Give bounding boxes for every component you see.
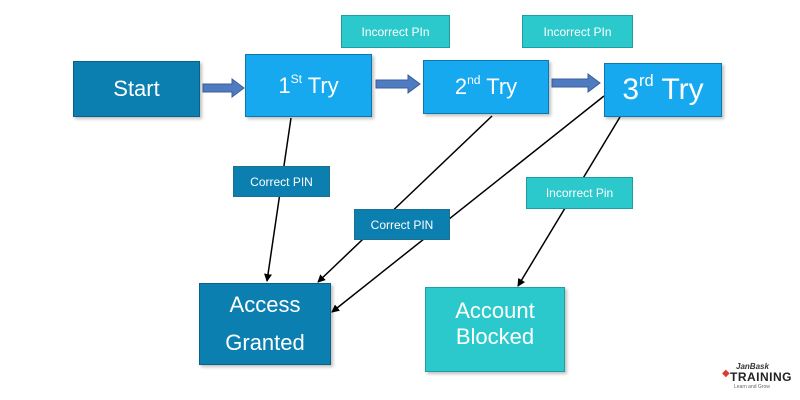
account-blocked-node: Account Blocked xyxy=(425,287,565,372)
janbask-training-logo: ◆ JanBask TRAINING Learn and Grow xyxy=(722,362,792,390)
arrow-try2-to-try3 xyxy=(551,73,601,93)
arrow-start-to-try1 xyxy=(202,78,245,98)
start-node: Start xyxy=(73,61,200,117)
edge-try2-to-access xyxy=(317,115,493,283)
access-granted-line1: Access xyxy=(229,292,301,317)
incorrect-pin-label-3: Incorrect Pin xyxy=(526,177,633,209)
access-granted-line2: Granted xyxy=(225,330,305,355)
first-try-label: 1St Try xyxy=(278,71,339,98)
account-blocked-line1: Account xyxy=(455,298,535,323)
second-try-label: 2nd Try xyxy=(454,73,518,99)
start-label: Start xyxy=(113,76,160,101)
third-try-label: 3rd Try xyxy=(622,72,704,106)
incorrect-pin-label-1: Incorrect PIn xyxy=(341,15,450,48)
second-try-node: 2nd Try xyxy=(423,60,549,114)
account-blocked-line2: Blocked xyxy=(455,324,535,349)
correct-pin-label-2: Correct PIN xyxy=(354,209,450,240)
third-try-node: 3rd Try xyxy=(604,63,722,117)
first-try-node: 1St Try xyxy=(245,54,372,117)
arrow-try1-to-try2 xyxy=(375,74,421,94)
incorrect-pin-label-2: Incorrect PIn xyxy=(522,15,633,48)
correct-pin-label-1: Correct PIN xyxy=(233,166,330,197)
logo-mark-icon: ◆ xyxy=(722,368,730,379)
access-granted-node: Access Granted xyxy=(199,283,331,365)
edge-try1-to-access xyxy=(264,117,292,282)
edge-try3-to-access xyxy=(331,95,605,313)
